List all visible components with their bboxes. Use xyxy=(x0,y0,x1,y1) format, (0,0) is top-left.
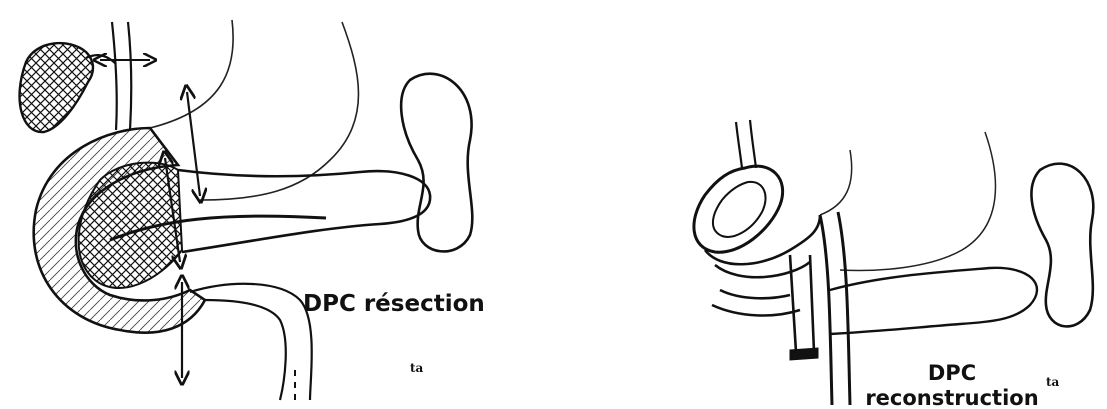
resection-caption: DPC résection xyxy=(303,291,485,317)
hepatic-loop xyxy=(694,166,783,252)
jejunum xyxy=(190,284,312,400)
gastro-loop xyxy=(705,215,820,277)
reconstruction-caption-line1: DPC xyxy=(928,361,976,385)
reconstruction-panel: DPC reconstruction ta xyxy=(694,120,1093,409)
resection-panel: DPC résection ta xyxy=(20,20,485,400)
reconstruction-initials: ta xyxy=(1046,375,1060,389)
pancreas-remnant xyxy=(830,268,1037,334)
pancreas-body xyxy=(178,170,430,252)
gallbladder xyxy=(20,43,93,132)
limb-end xyxy=(790,348,818,360)
stomach-outline xyxy=(150,20,233,128)
spleen-right xyxy=(1031,164,1093,327)
bile-duct xyxy=(112,22,131,130)
stomach-outline-right xyxy=(820,150,852,215)
hepatic-loop-inner xyxy=(713,182,766,237)
spleen xyxy=(401,74,472,252)
bile-duct-right xyxy=(736,120,756,168)
resection-initials: ta xyxy=(410,361,424,375)
jejunal-limb xyxy=(820,212,850,405)
reconstruction-caption-line2: reconstruction xyxy=(865,386,1038,409)
stomach-curve-right xyxy=(840,132,995,270)
